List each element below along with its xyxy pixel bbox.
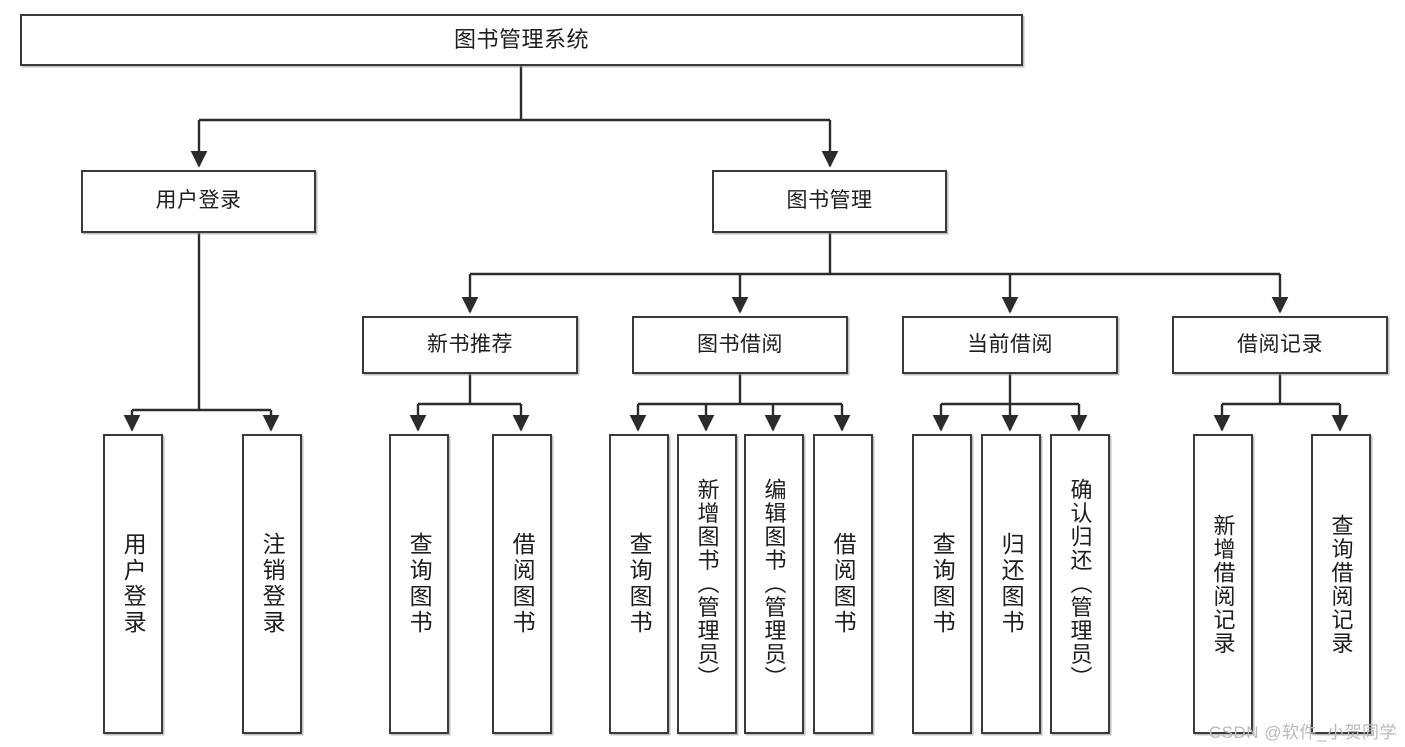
leaf-label: 归还图书 [998,532,1025,636]
leaf-current-borrow-query[interactable]: 查询图书 [912,434,972,734]
leaf-label: 借阅图书 [830,532,857,636]
node-borrow-record-label: 借阅记录 [1237,332,1323,356]
node-book-manage[interactable]: 图书管理 [712,170,947,233]
leaf-label: 注销登录 [259,532,286,636]
node-current-borrow-label: 当前借阅 [967,332,1053,356]
node-root-label: 图书管理系统 [453,27,589,53]
leaf-new-book-query[interactable]: 查询图书 [389,434,449,734]
leaf-book-borrow-add[interactable]: 新增图书（管理员） [677,434,737,734]
node-borrow-record[interactable]: 借阅记录 [1172,316,1388,374]
node-book-manage-label: 图书管理 [786,189,873,213]
node-current-borrow[interactable]: 当前借阅 [902,316,1118,374]
leaf-label: 编辑图书（管理员） [761,478,787,690]
node-new-book-recommend-label: 新书推荐 [427,332,513,356]
leaf-label: 查询图书 [626,532,653,636]
leaf-book-borrow-query[interactable]: 查询图书 [609,434,669,734]
node-book-borrow[interactable]: 图书借阅 [632,316,848,374]
leaf-label: 确认归还（管理员） [1067,478,1093,690]
leaf-label: 查询借阅记录 [1328,513,1354,655]
leaf-label: 新增借阅记录 [1210,513,1236,655]
leaf-user-login-login[interactable]: 用户登录 [103,434,163,734]
leaf-label: 查询图书 [929,532,956,636]
node-book-borrow-label: 图书借阅 [697,332,783,356]
leaf-book-borrow-edit[interactable]: 编辑图书（管理员） [744,434,804,734]
leaf-user-login-logout[interactable]: 注销登录 [242,434,302,734]
leaf-borrow-record-add[interactable]: 新增借阅记录 [1193,434,1253,734]
leaf-new-book-borrow[interactable]: 借阅图书 [492,434,552,734]
leaf-label: 查询图书 [406,532,433,636]
leaf-label: 新增图书（管理员） [694,478,720,690]
node-root[interactable]: 图书管理系统 [20,14,1023,66]
leaf-book-borrow-borrow[interactable]: 借阅图书 [813,434,873,734]
watermark: CSDN @软件_小贺同学 [1208,723,1397,742]
leaf-label: 借阅图书 [509,532,536,636]
leaf-label: 用户登录 [120,532,147,636]
node-new-book-recommend[interactable]: 新书推荐 [362,316,578,374]
leaf-current-borrow-confirm[interactable]: 确认归还（管理员） [1050,434,1110,734]
leaf-borrow-record-query[interactable]: 查询借阅记录 [1311,434,1371,734]
node-user-login-label: 用户登录 [155,189,242,213]
leaf-current-borrow-return[interactable]: 归还图书 [981,434,1041,734]
node-user-login[interactable]: 用户登录 [81,170,316,233]
